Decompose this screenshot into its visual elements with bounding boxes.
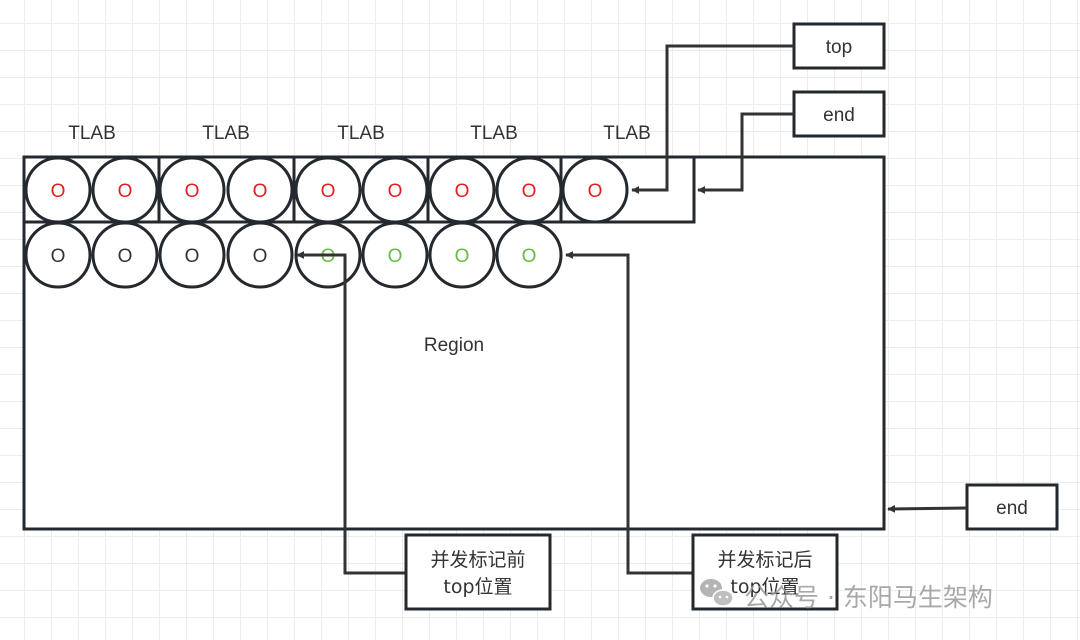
- top-after-arrow: [565, 251, 693, 575]
- tlab-object: O: [24, 156, 92, 224]
- top-after-line2: top位置: [730, 576, 799, 598]
- region-label: Region: [424, 335, 484, 356]
- object-circle: [561, 156, 629, 224]
- tlab-object: O: [158, 156, 226, 224]
- region-end-label: end: [996, 498, 1028, 519]
- tlab-object: O: [91, 156, 159, 224]
- object-label: O: [253, 246, 268, 267]
- new-object: O: [361, 221, 429, 289]
- region-end-box: [965, 483, 1059, 531]
- watermark-text: 公众号 · 东阳马生架构: [744, 583, 993, 612]
- object-label: O: [588, 181, 603, 202]
- old-object: O: [158, 221, 226, 289]
- object-label: O: [253, 181, 268, 202]
- object-label: O: [51, 181, 66, 202]
- tlab-object: O: [294, 156, 362, 224]
- old-object: O: [226, 221, 294, 289]
- tlab-label: TLAB: [68, 123, 116, 144]
- tlab-label: TLAB: [202, 123, 250, 144]
- object-label: O: [51, 246, 66, 267]
- tlab-object: O: [428, 156, 496, 224]
- object-circle: [428, 221, 496, 289]
- tlab-end-label: end: [823, 105, 855, 126]
- object-label: O: [522, 246, 537, 267]
- object-label: O: [321, 181, 336, 202]
- old-object: O: [24, 221, 92, 289]
- tlab-row-box: [22, 155, 696, 224]
- object-label: O: [455, 246, 470, 267]
- top-after-line1: 并发标记后: [717, 549, 812, 571]
- tlab-label: TLAB: [603, 123, 651, 144]
- old-object: O: [91, 221, 159, 289]
- object-circle: [361, 221, 429, 289]
- object-circle: [24, 221, 92, 289]
- tlab-top-label: top: [826, 37, 852, 58]
- object-circle: [91, 221, 159, 289]
- object-label: O: [388, 181, 403, 202]
- tlab-object: O: [361, 156, 429, 224]
- region-end-arrow: [887, 504, 968, 513]
- object-label: O: [388, 246, 403, 267]
- object-label: O: [455, 181, 470, 202]
- top-before-line1: 并发标记前: [430, 549, 525, 571]
- top-before-arrow: [296, 251, 406, 575]
- object-circle: [226, 221, 294, 289]
- object-label: O: [118, 181, 133, 202]
- watermark: 公众号 · 东阳马生架构: [700, 579, 993, 612]
- tlab-label: TLAB: [470, 123, 518, 144]
- tlab-object: O: [226, 156, 294, 224]
- object-label: O: [522, 181, 537, 202]
- object-label: O: [185, 181, 200, 202]
- tlab-end-box: [792, 90, 886, 138]
- new-object: O: [428, 221, 496, 289]
- object-label: O: [118, 246, 133, 267]
- tlab-object: O: [495, 156, 563, 224]
- top-before-box: [404, 533, 552, 611]
- wechat-icon: [700, 579, 734, 607]
- top-before-line2: top位置: [443, 576, 512, 598]
- tlab-end-arrow: [697, 112, 794, 194]
- new-object: O: [495, 221, 563, 289]
- tlab-object: O: [561, 156, 629, 224]
- tlab-top-arrow: [631, 44, 794, 194]
- tlab-label: TLAB: [337, 123, 385, 144]
- object-circle: [495, 221, 563, 289]
- object-label: O: [185, 246, 200, 267]
- object-circle: [158, 221, 226, 289]
